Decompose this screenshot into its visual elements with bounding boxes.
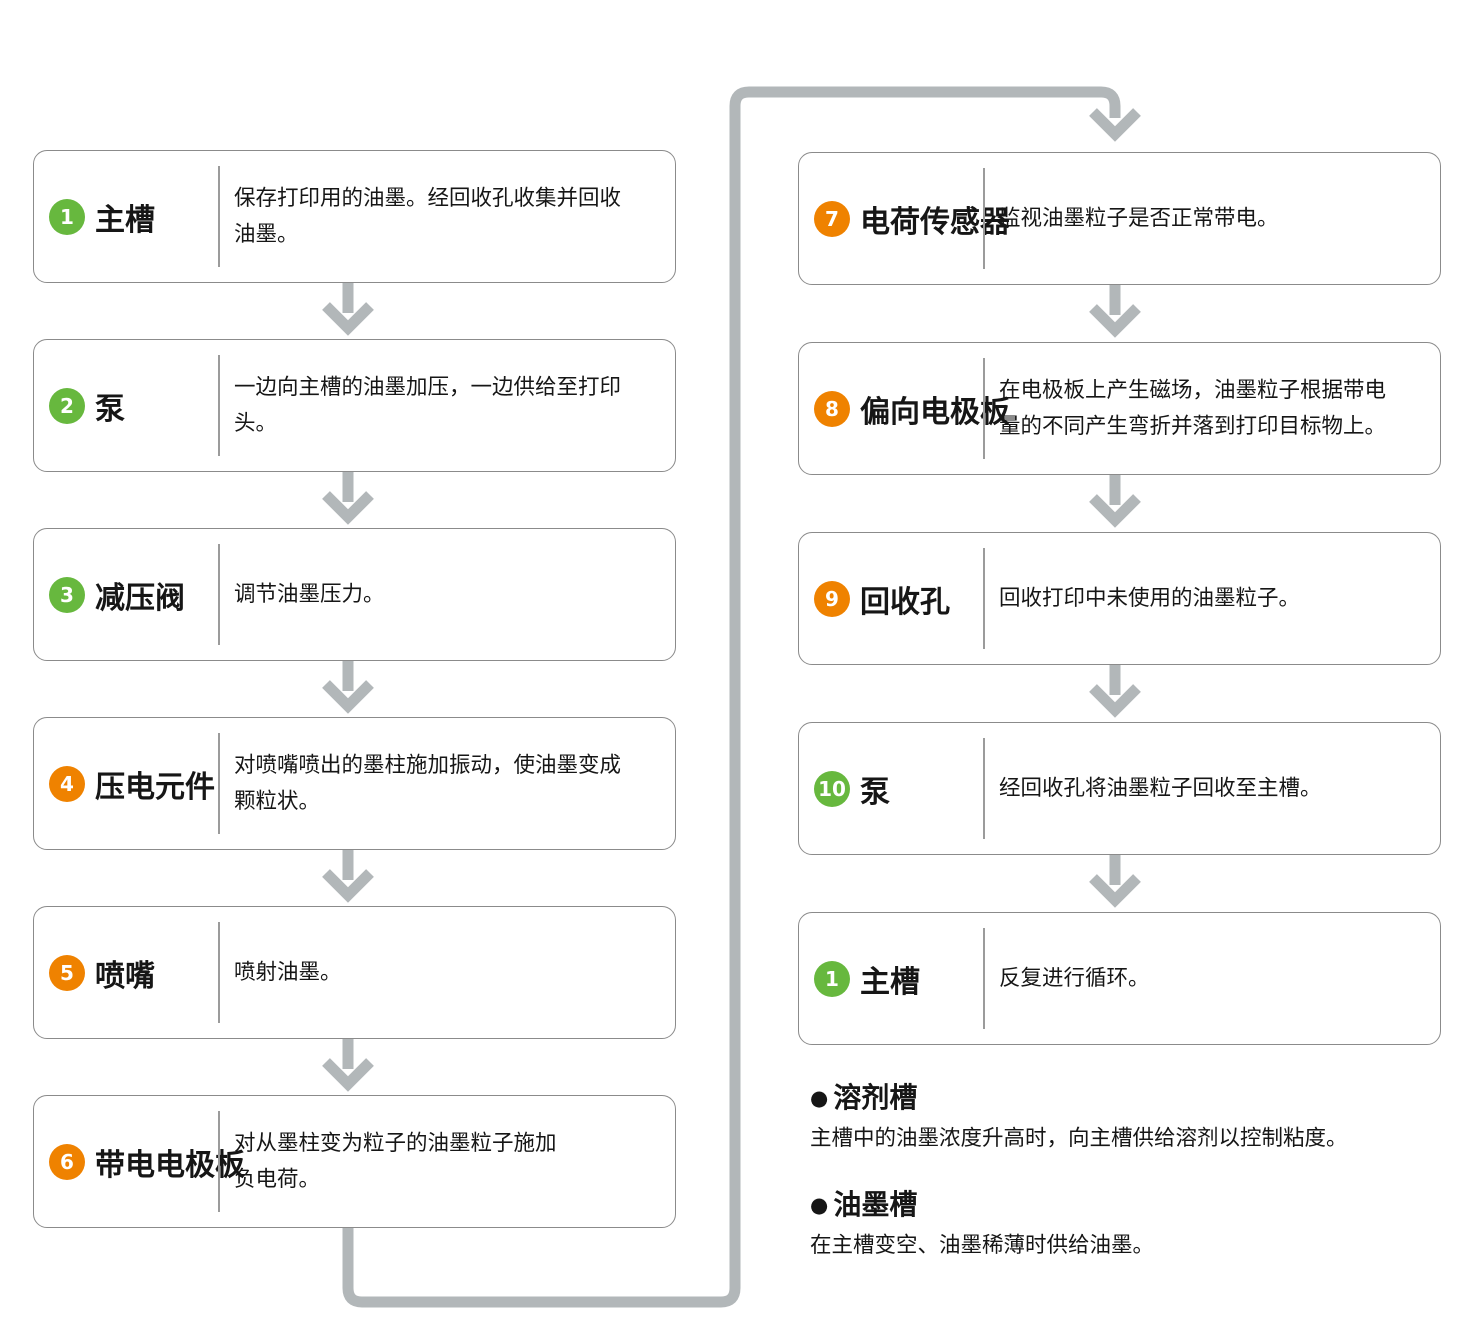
step-box-10-pump: 10 泵 经回收孔将油墨粒子回收至主槽。 [798,722,1441,855]
note-heading: ● 溶剂槽 [810,1080,1440,1116]
step-box-6-charging-electrode: 6 带电电极板 对从墨柱变为粒子的油墨粒子施加负电荷。 [33,1095,676,1228]
step-header: 5 喷嘴 [34,907,218,1038]
divider [218,544,220,645]
step-title: 喷嘴 [95,958,155,994]
step-title: 减压阀 [95,580,185,616]
step-box-11-main-tank: 1 主槽 反复进行循环。 [798,912,1441,1045]
down-arrow-icon [322,491,374,525]
step-number-badge: 8 [814,390,850,427]
divider [218,355,220,456]
divider [218,922,220,1023]
note-description: 在主槽变空、油墨稀薄时供给油墨。 [810,1233,1155,1258]
step-number-badge: 5 [49,954,85,991]
note-title: 油墨槽 [833,1188,918,1221]
step-description: 保存打印用的油墨。经回收孔收集并回收油墨。 [234,185,622,247]
loop-arrowhead-icon [1089,108,1141,142]
down-arrow-icon [322,869,374,903]
step-title: 主槽 [95,202,155,238]
step-header: 9 回收孔 [799,533,983,664]
step-header: 1 主槽 [34,151,218,282]
step-description: 经回收孔将油墨粒子回收至主槽。 [999,775,1322,801]
divider [218,166,220,267]
step-number-badge: 4 [49,765,85,802]
step-header: 2 泵 [34,340,218,471]
notes-section: ● 溶剂槽 主槽中的油墨浓度升高时，向主槽供给溶剂以控制粘度。 ● 油墨槽 在主… [810,1080,1440,1262]
step-number-badge: 10 [814,770,850,807]
step-description: 在电极板上产生磁场，油墨粒子根据带电量的不同产生弯折并落到打印目标物上。 [999,377,1387,439]
down-arrow-icon [1089,684,1141,718]
step-description: 喷射油墨。 [234,959,342,985]
divider [218,1111,220,1212]
step-header: 1 主槽 [799,913,983,1044]
step-box-1-main-tank: 1 主槽 保存打印用的油墨。经回收孔收集并回收油墨。 [33,150,676,283]
step-header: 3 减压阀 [34,529,218,660]
note-ink-tank: ● 油墨槽 在主槽变空、油墨稀薄时供给油墨。 [810,1187,1440,1262]
step-title: 偏向电极板 [860,394,1010,430]
step-header: 8 偏向电极板 [799,343,1010,474]
step-title: 主槽 [860,964,920,1000]
step-header: 4 压电元件 [34,718,218,849]
step-description: 对从墨柱变为粒子的油墨粒子施加负电荷。 [234,1130,557,1192]
step-number-badge: 1 [814,960,850,997]
step-description: 反复进行循环。 [999,965,1150,991]
divider [218,733,220,834]
step-title: 泵 [860,774,890,810]
step-header: 7 电荷传感器 [799,153,1010,284]
down-arrow-icon [1089,494,1141,528]
divider [983,358,985,459]
step-title: 带电电极板 [95,1147,245,1183]
step-box-4-piezo-element: 4 压电元件 对喷嘴喷出的墨柱施加振动，使油墨变成颗粒状。 [33,717,676,850]
step-description: 监视油墨粒子是否正常带电。 [999,205,1279,231]
down-arrow-icon [322,302,374,336]
step-header: 10 泵 [799,723,983,854]
step-number-badge: 1 [49,198,85,235]
divider [983,738,985,839]
step-number-badge: 6 [49,1143,85,1180]
step-number-badge: 3 [49,576,85,613]
down-arrow-icon [1089,304,1141,338]
step-title: 泵 [95,391,125,427]
step-number-badge: 2 [49,387,85,424]
down-arrow-icon [1089,874,1141,908]
down-arrow-icon [322,680,374,714]
step-header: 6 带电电极板 [34,1096,245,1227]
step-number-badge: 9 [814,580,850,617]
step-number-badge: 7 [814,200,850,237]
step-description: 回收打印中未使用的油墨粒子。 [999,585,1301,611]
divider [983,928,985,1029]
step-title: 压电元件 [95,769,215,805]
down-arrow-icon [322,1058,374,1092]
step-box-7-charge-sensor: 7 电荷传感器 监视油墨粒子是否正常带电。 [798,152,1441,285]
step-title: 电荷传感器 [860,204,1010,240]
divider [983,168,985,269]
bullet-icon: ● [810,1193,829,1217]
note-solvent-tank: ● 溶剂槽 主槽中的油墨浓度升高时，向主槽供给溶剂以控制粘度。 [810,1080,1440,1155]
step-box-5-nozzle: 5 喷嘴 喷射油墨。 [33,906,676,1039]
step-description: 对喷嘴喷出的墨柱施加振动，使油墨变成颗粒状。 [234,752,622,814]
note-heading: ● 油墨槽 [810,1187,1440,1223]
step-box-8-deflection-electrode: 8 偏向电极板 在电极板上产生磁场，油墨粒子根据带电量的不同产生弯折并落到打印目… [798,342,1441,475]
divider [983,548,985,649]
bullet-icon: ● [810,1086,829,1110]
step-box-3-pressure-valve: 3 减压阀 调节油墨压力。 [33,528,676,661]
note-title: 溶剂槽 [833,1081,918,1114]
step-box-9-recovery-hole: 9 回收孔 回收打印中未使用的油墨粒子。 [798,532,1441,665]
step-title: 回收孔 [860,584,950,620]
step-description: 一边向主槽的油墨加压，一边供给至打印头。 [234,374,622,436]
note-description: 主槽中的油墨浓度升高时，向主槽供给溶剂以控制粘度。 [810,1126,1348,1151]
step-box-2-pump: 2 泵 一边向主槽的油墨加压，一边供给至打印头。 [33,339,676,472]
step-description: 调节油墨压力。 [234,581,385,607]
